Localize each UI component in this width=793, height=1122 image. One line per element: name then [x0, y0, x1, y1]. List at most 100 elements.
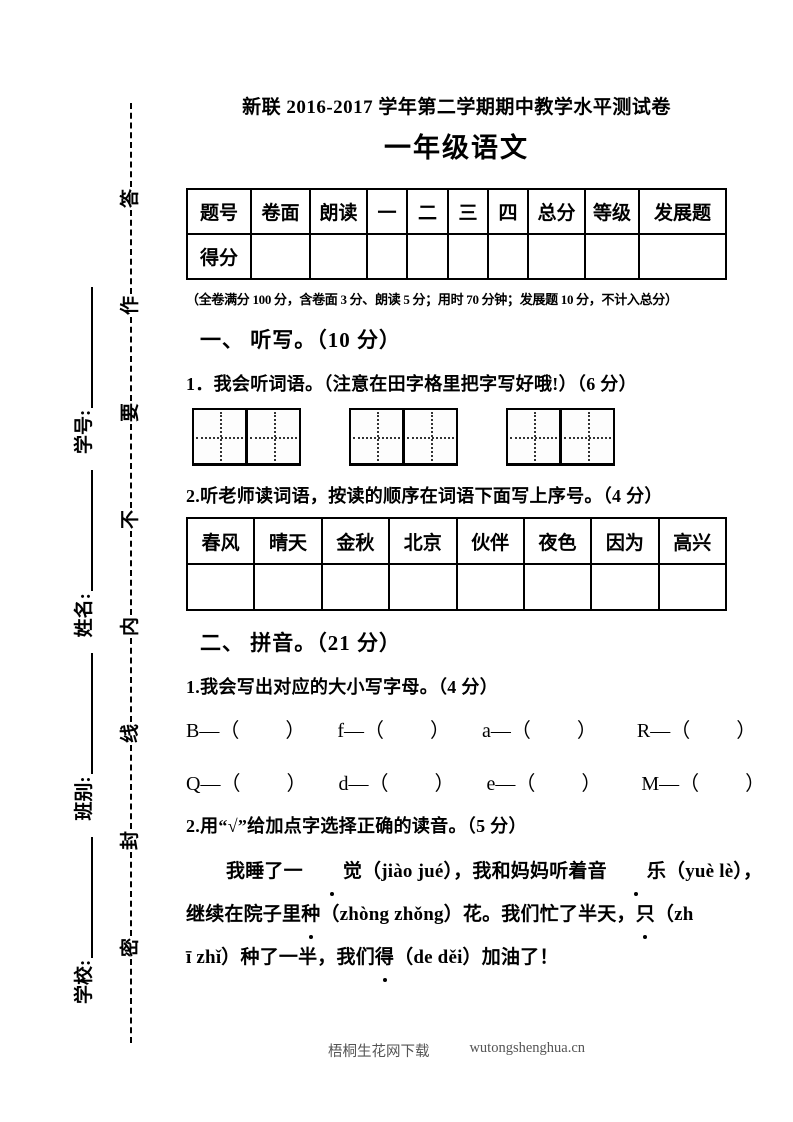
dotted-character: 得 — [375, 936, 394, 982]
score-empty-cell — [447, 233, 489, 280]
seal-character: 线 — [120, 724, 141, 744]
letter-dash-paren: —（ — [348, 773, 389, 795]
letter-pair: a—（） — [482, 714, 597, 743]
field-blank-line — [91, 653, 93, 775]
student-info-field: 班别: — [70, 643, 100, 821]
seal-character: 内 — [120, 617, 141, 637]
grading-note: （全卷满分 100 分，含卷面 3 分、朗读 5 分；用时 70 分钟；发展题 … — [186, 292, 678, 307]
word-answer-cell — [522, 563, 593, 611]
score-value-row: 得分 — [186, 233, 727, 280]
score-col-header: 一 — [366, 188, 408, 235]
score-empty-cell — [638, 233, 727, 280]
letter-dash-paren: —（ — [200, 773, 241, 795]
seal-dash-segment — [130, 424, 132, 508]
field-blank-line — [91, 470, 93, 592]
score-empty-cell — [487, 233, 529, 280]
score-row-label: 得分 — [186, 233, 252, 280]
word-cell: 北京 — [388, 517, 458, 565]
student-info-fields: 学校:班别:姓名:学号: — [68, 234, 100, 1004]
passage-text: （jiào jué），我和妈妈听着音 — [362, 861, 607, 882]
passage-text: （de děi）加油了！ — [394, 947, 559, 968]
seal-character: 作 — [120, 296, 141, 316]
footer-site-url: wutongshenghua.cn — [469, 1040, 586, 1056]
letter-paren-close: ） — [581, 773, 602, 795]
passage-text: 我睡了一 — [226, 861, 303, 882]
reading-passage: 我睡了一觉（jiào jué），我和妈妈听着音乐（yuè lè），继续在院子里种… — [186, 850, 762, 982]
score-empty-cell — [366, 233, 408, 280]
tianzige-cell — [194, 410, 245, 463]
seal-character: 要 — [120, 403, 141, 423]
field-blank-line — [91, 836, 93, 958]
word-answer-cell — [590, 563, 660, 611]
seal-character: 不 — [120, 510, 141, 530]
word-cell: 因为 — [590, 517, 660, 565]
seal-dash-segment — [130, 103, 132, 187]
score-table: 题号卷面朗读一二三四总分等级发展题 得分 — [186, 188, 727, 280]
section2-heading: 二、 拼音。（21 分） — [200, 631, 401, 655]
tianzige-cell — [245, 410, 299, 463]
score-header-row: 题号卷面朗读一二三四总分等级发展题 — [186, 188, 727, 235]
seal-dash-segment — [130, 852, 132, 936]
score-col-header: 三 — [447, 188, 489, 235]
passage-text: （zh — [654, 904, 694, 925]
letter-dash-paren: —（ — [659, 773, 700, 795]
passage-text: （yuè lè）， — [666, 861, 763, 882]
letter-paren-close: ） — [430, 720, 451, 742]
score-empty-cell — [250, 233, 311, 280]
section2-item2: 2.用“√”给加点字选择正确的读音。（5 分） — [186, 816, 527, 836]
tianzige-pair — [506, 408, 615, 466]
field-label: 班别: — [74, 776, 95, 821]
student-info-field: 学校: — [70, 827, 100, 1004]
seal-dash-segment — [130, 531, 132, 615]
letter-dash-paren: —（ — [650, 720, 691, 742]
letter-dash-paren: —（ — [199, 720, 240, 742]
word-cell: 伙伴 — [455, 517, 525, 565]
word-answer-cell — [253, 563, 323, 611]
letter-paren-close: ） — [745, 773, 766, 795]
word-answer-cell — [388, 563, 458, 611]
letter-pair: e—（） — [486, 767, 601, 796]
word-answer-cell — [320, 563, 391, 611]
word-answer-cell — [455, 563, 525, 611]
tianzige-cell — [508, 410, 559, 463]
seal-character: 封 — [120, 831, 141, 851]
seal-character: 密 — [120, 938, 141, 958]
word-table-answer-row — [185, 563, 728, 611]
footer-site-name: 梧桐生花网下载 — [327, 1044, 430, 1060]
seal-line: 密封线内不要作答 — [118, 103, 144, 1043]
score-empty-cell — [406, 233, 449, 280]
field-label: 姓名: — [74, 593, 95, 638]
letter-prompt: e — [486, 773, 496, 795]
letter-match-row-2: Q—（）d—（）e—（）M—（） — [186, 767, 765, 796]
score-col-header: 等级 — [584, 188, 640, 235]
seal-dash-segment — [130, 317, 132, 401]
score-empty-cell — [309, 233, 368, 280]
score-empty-cell — [584, 233, 640, 280]
letter-prompt: a — [482, 720, 491, 742]
word-table-words-row: 春风晴天金秋北京伙伴夜色因为高兴 — [185, 517, 728, 565]
letter-pair: R—（ ） — [637, 714, 756, 743]
score-empty-cell — [527, 233, 586, 280]
passage-text: （zhòng zhǒng）花。我们忙了半天， — [320, 904, 636, 925]
exam-subtitle: 一年级语文 — [384, 133, 529, 163]
seal-dash-segment — [130, 638, 132, 722]
score-col-header: 二 — [406, 188, 449, 235]
letter-paren-close: ） — [286, 773, 307, 795]
seal-dash-segment — [130, 210, 132, 294]
letter-prompt: R — [636, 720, 651, 742]
seal-dash-segment — [130, 959, 132, 1043]
word-cell: 高兴 — [657, 517, 728, 565]
letter-pair: Q—（） — [186, 767, 306, 796]
letter-paren-close: ） — [736, 720, 757, 742]
field-label: 学校: — [74, 959, 95, 1004]
letter-paren-close: ） — [576, 720, 597, 742]
seal-character: 答 — [120, 189, 141, 209]
passage-line: 我睡了一觉（jiào jué），我和妈妈听着音乐（yuè lè）， — [186, 850, 762, 896]
dotted-character: 只 — [636, 893, 655, 939]
letter-pair: M—（） — [641, 767, 765, 796]
score-col-header: 朗读 — [309, 188, 368, 235]
score-col-header: 题号 — [186, 188, 252, 235]
student-info-field: 姓名: — [70, 460, 100, 637]
exam-paper: 新联 2016-2017 学年第二学期期中教学水平测试卷 一年级语文 题号卷面朗… — [185, 92, 765, 982]
tianzige-row — [186, 408, 727, 466]
